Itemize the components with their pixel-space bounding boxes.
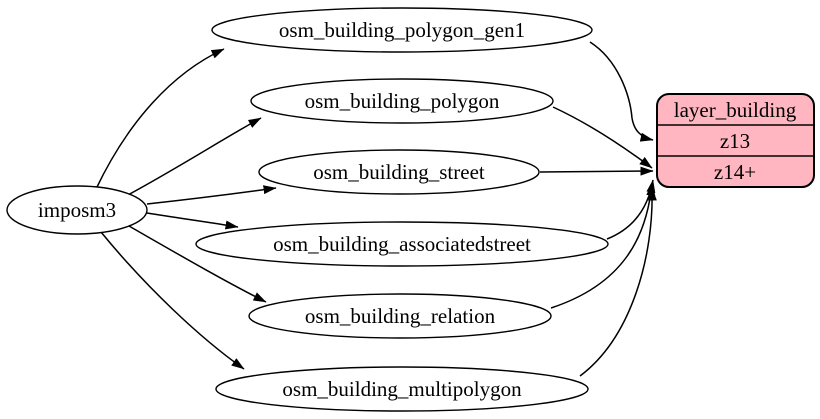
edge-osm_building_associatedstreet-to-z14: [606, 179, 656, 240]
table-label: osm_building_multipolygon: [282, 377, 522, 401]
edge-layer: [95, 41, 657, 377]
edge-imposm3-to-osm_building_relation: [128, 225, 267, 303]
table-ellipse: [195, 221, 609, 267]
edge-imposm3-to-osm_building_multipolygon: [100, 231, 245, 370]
layer-building-title: layer_building: [674, 98, 797, 122]
imposm3-ellipse: [6, 185, 148, 235]
edge-imposm3-to-osm_building_polygon_gen1: [95, 48, 225, 190]
table-label: osm_building_polygon: [305, 89, 500, 113]
table-ellipse: [248, 293, 552, 339]
table-label: osm_building_street: [313, 160, 485, 184]
node-osm_building_street: osm_building_street: [258, 149, 540, 195]
table-ellipse: [215, 366, 589, 412]
imposm3-label: imposm3: [38, 198, 116, 222]
edge-osm_building_street-to-z14: [539, 166, 654, 176]
table-ellipse: [258, 149, 540, 195]
layer-row-z13: z13: [720, 129, 750, 153]
edge-osm_building_multipolygon-to-z14: [579, 187, 657, 377]
node-osm_building_associatedstreet: osm_building_associatedstreet: [195, 221, 609, 267]
table-label: osm_building_relation: [305, 304, 496, 328]
node-osm_building_polygon: osm_building_polygon: [250, 78, 554, 124]
edge-imposm3-to-osm_building_street: [146, 185, 277, 205]
node-osm_building_polygon_gen1: osm_building_polygon_gen1: [211, 7, 593, 53]
node-osm_building_multipolygon: osm_building_multipolygon: [215, 366, 589, 412]
node-imposm3: imposm3: [6, 185, 148, 235]
layer-row-z14plus: z14+: [714, 160, 756, 184]
table-label: osm_building_associatedstreet: [273, 232, 531, 256]
edge-imposm3-to-osm_building_associatedstreet: [146, 212, 239, 230]
edge-osm_building_polygon_gen1-to-z13: [589, 41, 654, 142]
table-ellipse: [211, 7, 593, 53]
node-osm_building_relation: osm_building_relation: [248, 293, 552, 339]
edge-osm_building_polygon-to-z14: [552, 106, 653, 169]
edge-imposm3-to-osm_building_polygon: [125, 117, 262, 197]
layer-building-box: [656, 93, 815, 188]
table-ellipse: [250, 78, 554, 124]
edge-osm_building_relation-to-z14: [550, 182, 656, 309]
table-label: osm_building_polygon_gen1: [279, 18, 525, 42]
node-layer_building: layer_building z13 z14+: [656, 93, 815, 188]
